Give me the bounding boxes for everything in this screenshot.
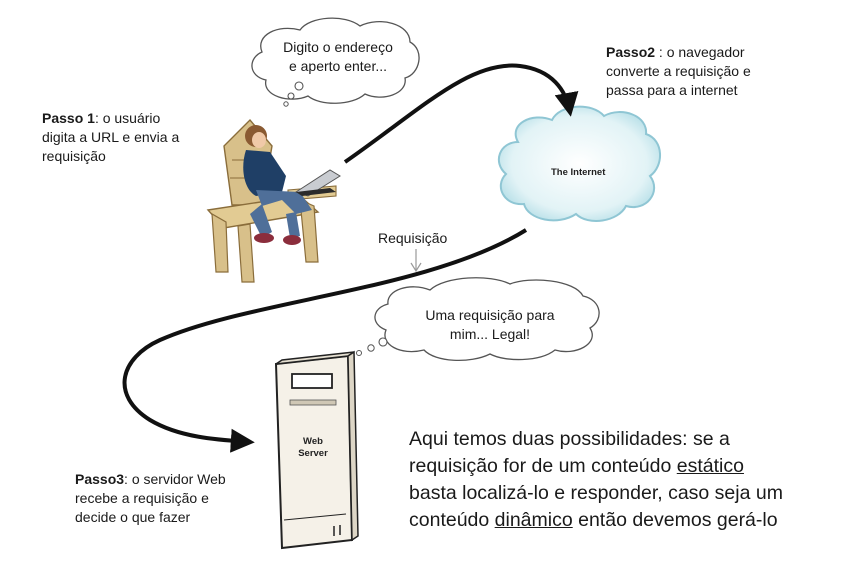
server-bubble-text: Uma requisição para mim... Legal!	[400, 306, 580, 344]
internet-label: The Internet	[551, 167, 606, 178]
web-server-icon	[274, 350, 359, 550]
user-bubble-text: Digito o endereço e aperto enter...	[268, 38, 408, 76]
conclusion-line4-post: então devemos gerá-lo	[572, 509, 778, 531]
user-at-laptop-illustration	[206, 118, 341, 283]
step2-line2: converte a requisição e	[606, 63, 751, 79]
user-bubble-line1: Digito o endereço	[283, 39, 393, 55]
step3-description: Passo3: o servidor Web recebe a requisiç…	[75, 470, 226, 527]
step1-line1: : o usuário	[94, 110, 161, 126]
server-label-line2: Server	[298, 448, 328, 459]
server-label-line1: Web	[303, 436, 323, 447]
arrow-user-to-internet	[343, 63, 579, 164]
conclusion-paragraph: Aqui temos duas possibilidades: se a req…	[409, 426, 783, 534]
internet-cloud-icon	[497, 105, 661, 222]
step3-line1: : o servidor Web	[124, 471, 226, 487]
conclusion-line2-pre: requisição for de um conteúdo	[409, 455, 677, 477]
conclusion-line1: Aqui temos duas possibilidades: se a	[409, 428, 730, 450]
request-label: Requisição	[378, 230, 448, 246]
step1-description: Passo 1: o usuário digita a URL e envia …	[42, 109, 179, 166]
server-bubble-line1: Uma requisição para	[425, 307, 555, 323]
conclusion-line4-pre: conteúdo	[409, 509, 495, 531]
server-bubble-line2: mim... Legal!	[449, 326, 531, 342]
conclusion-static-term: estático	[676, 455, 744, 477]
step2-description: Passo2 : o navegador converte a requisiç…	[606, 43, 751, 100]
arrow-internet-to-server	[122, 228, 528, 453]
step1-line3: requisição	[42, 148, 106, 164]
step1-line2: digita a URL e envia a	[42, 129, 180, 145]
server-thought-bubble	[356, 277, 600, 362]
step2-line3: passa para a internet	[606, 82, 738, 98]
step2-title: Passo2	[606, 44, 656, 60]
step3-line3: decide o que fazer	[75, 509, 191, 525]
server-label: Web Server	[290, 436, 336, 460]
step3-title: Passo3	[75, 471, 125, 487]
step1-title: Passo 1	[42, 110, 95, 126]
conclusion-dynamic-term: dinâmico	[494, 509, 573, 531]
user-bubble-line2: e aperto enter...	[288, 58, 388, 74]
user-thought-bubble	[251, 17, 420, 107]
step2-line1: : o navegador	[655, 44, 745, 60]
requisicao-pointer	[410, 249, 422, 273]
conclusion-line3: basta localizá-lo e responder, caso seja…	[409, 482, 783, 504]
step3-line2: recebe a requisição e	[75, 490, 209, 506]
